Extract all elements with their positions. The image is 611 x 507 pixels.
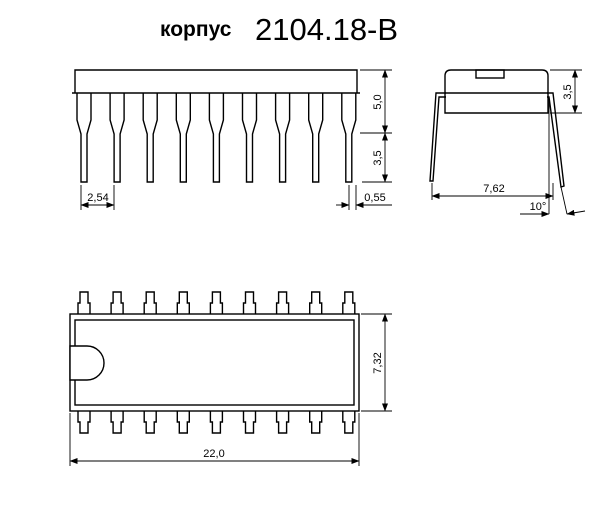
top-lead-upper <box>143 291 157 314</box>
top-lead-lower <box>143 411 157 434</box>
top-lead-upper <box>242 291 257 314</box>
side-lead <box>76 93 92 183</box>
end-body <box>444 69 549 114</box>
side-lead <box>341 93 357 183</box>
top-lead-lower <box>275 411 290 434</box>
side-leads <box>76 93 357 183</box>
top-lead-upper <box>110 291 124 314</box>
top-lead-upper <box>77 291 91 314</box>
top-lead-upper <box>209 291 224 314</box>
side-lead <box>308 93 324 183</box>
end-lead-left <box>429 92 446 182</box>
top-leads-upper <box>77 291 356 314</box>
top-lead-lower <box>342 411 356 434</box>
body-height-label: 5,0 <box>372 94 384 109</box>
side-body-top <box>74 69 358 93</box>
end-body-notch <box>475 69 505 79</box>
body-width-label: 7,32 <box>372 352 384 373</box>
top-lead-upper <box>275 291 290 314</box>
angle-arrow-right <box>566 209 586 216</box>
side-lead <box>175 93 191 183</box>
side-lead <box>241 93 258 183</box>
top-lead-upper <box>309 291 323 314</box>
top-lead-lower <box>77 411 91 434</box>
lead-length-label: 3,5 <box>372 150 384 165</box>
angle-label: 10° <box>530 201 547 213</box>
side-lead <box>274 93 291 183</box>
end-lead-right <box>547 92 565 188</box>
top-lead-lower <box>242 411 257 434</box>
top-lead-upper <box>342 291 356 314</box>
top-body-outer <box>69 313 360 412</box>
body-length-label: 22,0 <box>203 448 224 460</box>
row-spacing-label: 7,62 <box>483 183 504 195</box>
top-view: 7,32 22,0 <box>69 291 392 466</box>
top-lead-lower <box>209 411 224 434</box>
side-lead <box>109 93 125 183</box>
top-lead-lower <box>110 411 124 434</box>
side-view: 5,0 3,5 2,54 0,55 <box>72 69 392 210</box>
lead-width-label: 0,55 <box>364 192 385 204</box>
side-lead <box>142 93 158 183</box>
title-code: 2104.18-B <box>255 12 398 47</box>
angle-lead-extension <box>560 186 568 215</box>
top-leads-lower <box>77 411 356 434</box>
end-view: 3,5 7,62 10° <box>429 69 586 217</box>
pin1-notch <box>69 345 105 381</box>
end-height-label: 3,5 <box>562 84 574 99</box>
side-lead <box>208 93 225 183</box>
top-lead-lower <box>309 411 323 434</box>
pitch-label: 2,54 <box>87 192 108 204</box>
top-lead-lower <box>176 411 190 434</box>
title-word: корпус <box>160 18 232 41</box>
top-lead-upper <box>176 291 190 314</box>
